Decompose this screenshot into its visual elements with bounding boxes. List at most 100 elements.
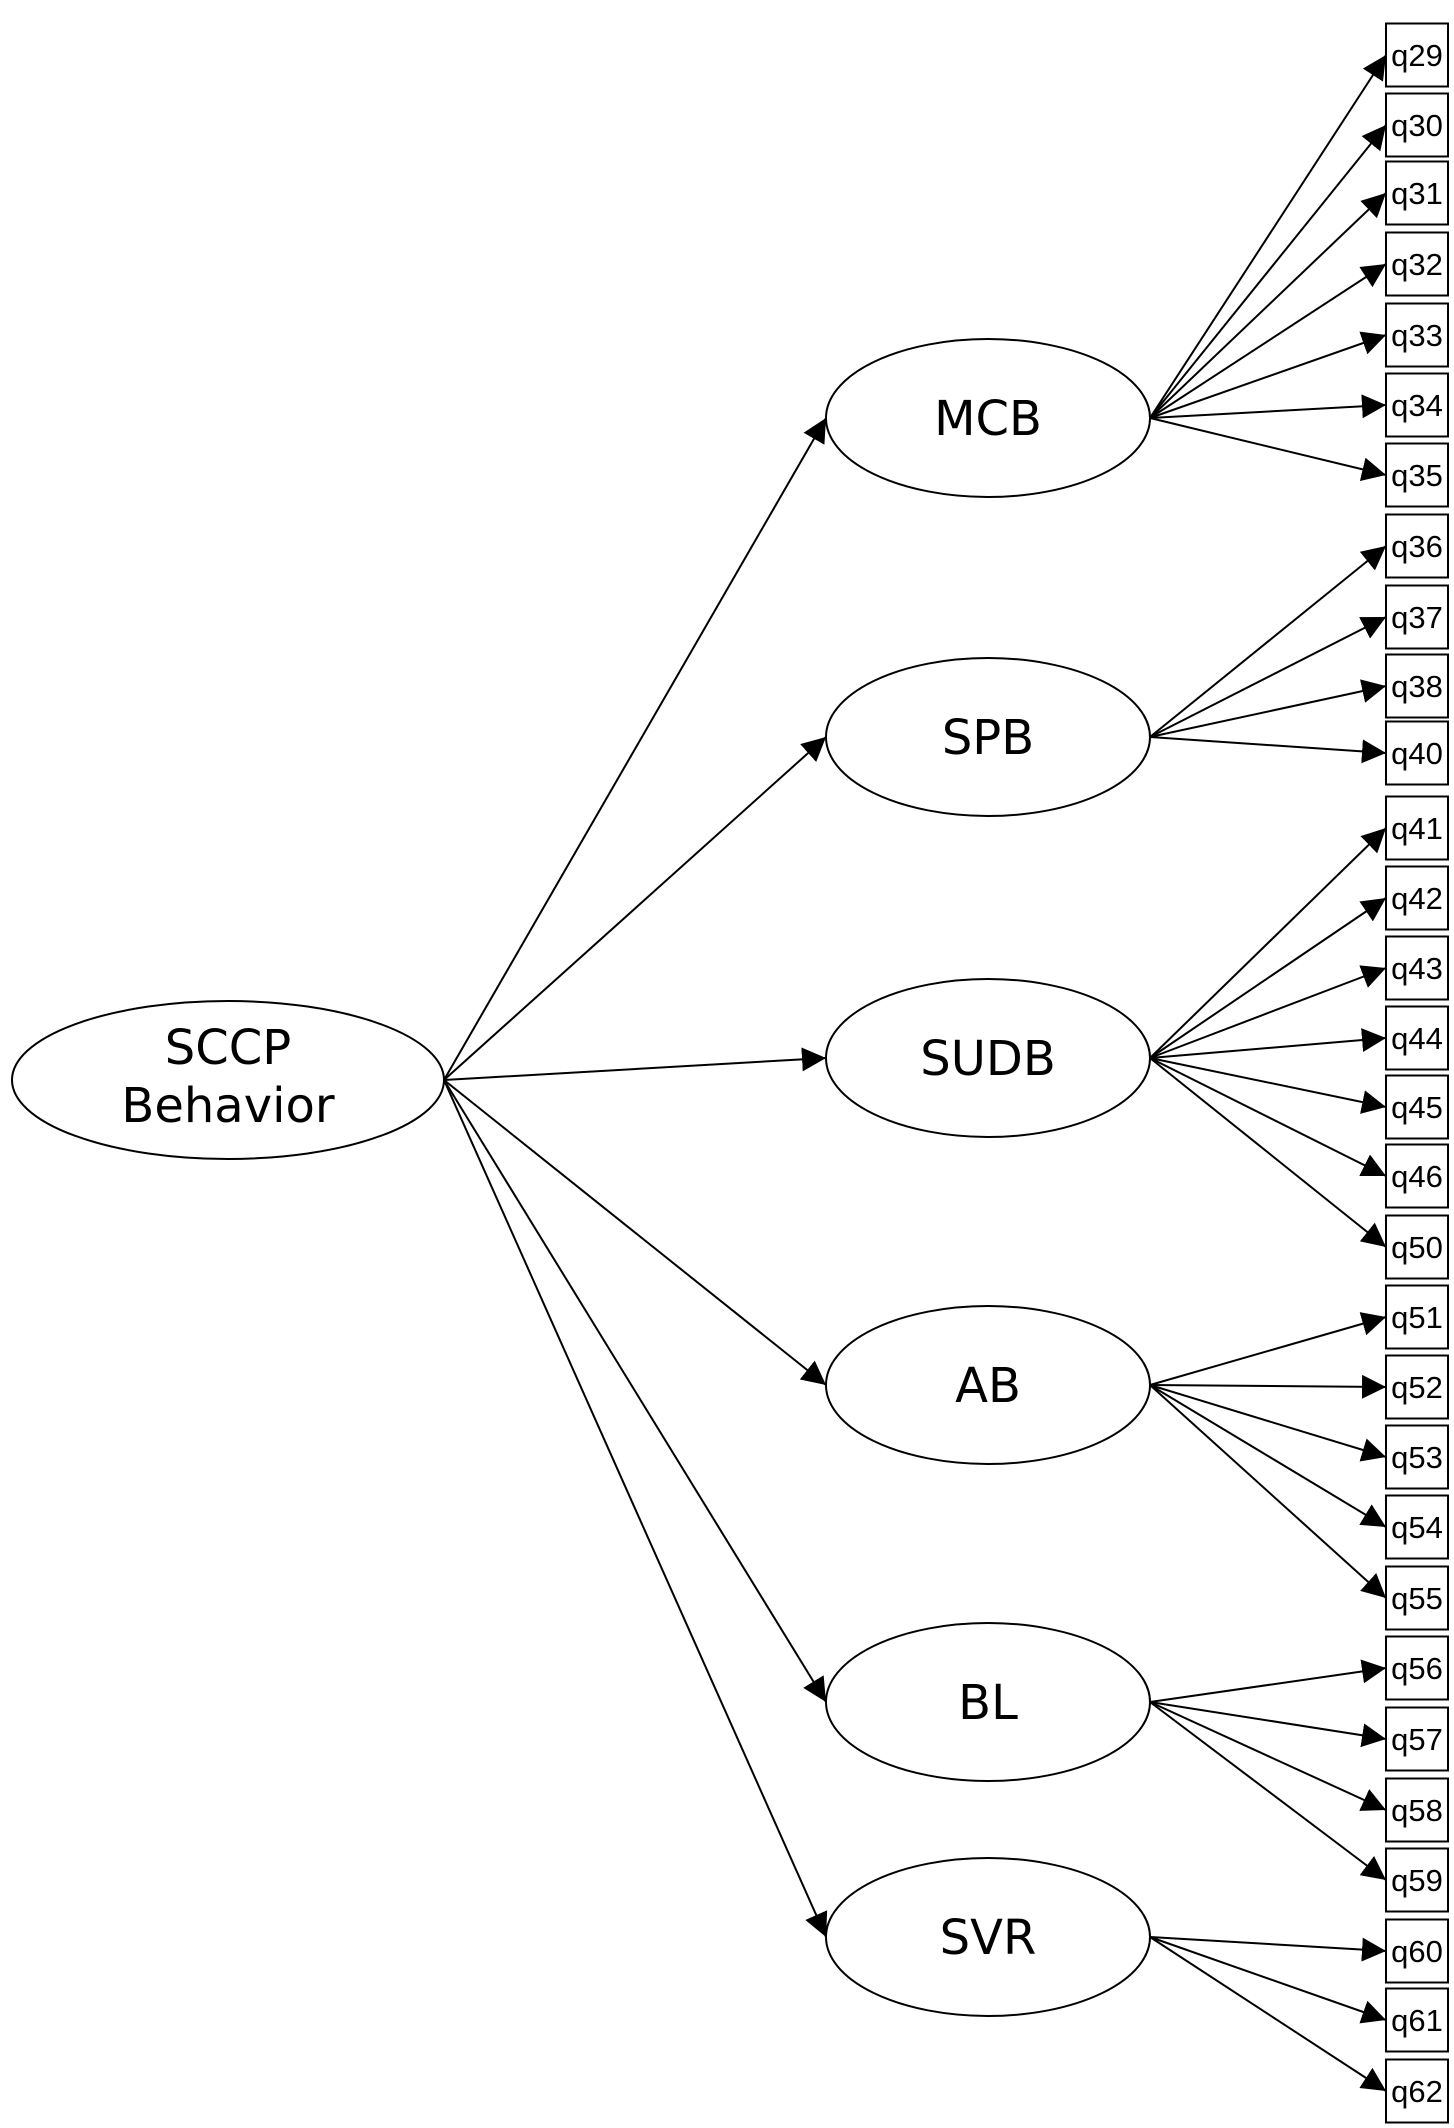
indicator-q44: q44 (1385, 1005, 1449, 1071)
indicator-label: q44 (1391, 1021, 1443, 1056)
indicator-q42: q42 (1385, 865, 1449, 931)
path-root-to-sudb (443, 1047, 827, 1081)
root-ellipse (11, 1000, 445, 1160)
indicator-box (1385, 1284, 1449, 1350)
factor-label: MCB (934, 391, 1042, 447)
indicator-q41: q41 (1385, 795, 1449, 861)
indicator-q61: q61 (1385, 1987, 1449, 2053)
path-spb-to-q37 (1149, 616, 1387, 738)
path-sudb-to-q41 (1149, 827, 1387, 1059)
indicator-box (1385, 231, 1449, 297)
factor-label: SVR (940, 1910, 1037, 1966)
path-root-to-svr (443, 1079, 828, 1938)
factor-ellipse (825, 1857, 1151, 2017)
path-ab-to-q51 (1149, 1312, 1387, 1386)
indicator-q51: q51 (1385, 1284, 1449, 1350)
indicator-label: q54 (1391, 1510, 1443, 1545)
path-root-to-ab (443, 1079, 827, 1386)
indicator-box (1385, 1565, 1449, 1631)
indicator-q55: q55 (1385, 1565, 1449, 1631)
factor-ab: AB (825, 1305, 1151, 1465)
indicator-box (1385, 1214, 1449, 1280)
indicator-box (1385, 1074, 1449, 1140)
path-sudb-to-q45 (1149, 1057, 1387, 1114)
indicator-box (1385, 1635, 1449, 1701)
indicator-q36: q36 (1385, 513, 1449, 579)
indicator-q56: q56 (1385, 1635, 1449, 1701)
path-mcb-to-q33 (1149, 331, 1387, 419)
factor-label: SUDB (920, 1031, 1056, 1087)
indicator-box (1385, 1143, 1449, 1209)
path-mcb-to-q30 (1149, 124, 1387, 419)
indicator-box (1385, 1777, 1449, 1843)
indicator-box (1385, 1847, 1449, 1913)
indicator-label: q58 (1391, 1793, 1443, 1828)
indicator-box (1385, 372, 1449, 438)
indicator-label: q45 (1391, 1090, 1443, 1125)
factor-ellipse (825, 657, 1151, 817)
indicator-q37: q37 (1385, 584, 1449, 650)
path-mcb-to-q34 (1149, 394, 1387, 419)
indicator-box (1385, 160, 1449, 226)
indicator-q31: q31 (1385, 160, 1449, 226)
path-sudb-to-q46 (1149, 1057, 1387, 1177)
indicator-box (1385, 935, 1449, 1001)
path-sudb-to-q44 (1149, 1028, 1387, 1059)
indicator-q60: q60 (1385, 1918, 1449, 1984)
indicator-label: q51 (1391, 1300, 1443, 1335)
indicator-box (1385, 1354, 1449, 1420)
indicator-q57: q57 (1385, 1706, 1449, 1772)
path-ab-to-q54 (1149, 1384, 1387, 1528)
path-bl-to-q57 (1149, 1701, 1387, 1748)
factor-label: SPB (942, 710, 1034, 766)
indicator-box (1385, 1424, 1449, 1490)
path-svr-to-q60 (1149, 1936, 1387, 1962)
indicator-label: q35 (1391, 458, 1443, 493)
path-bl-to-q56 (1149, 1659, 1387, 1703)
indicator-box (1385, 1494, 1449, 1560)
indicator-label: q43 (1391, 951, 1443, 986)
indicator-q43: q43 (1385, 935, 1449, 1001)
indicator-label: q41 (1391, 811, 1443, 846)
indicator-q35: q35 (1385, 442, 1449, 508)
factor-ellipse (825, 978, 1151, 1138)
indicator-label: q36 (1391, 529, 1443, 564)
factor-ellipse (825, 338, 1151, 498)
indicator-label: q33 (1391, 318, 1443, 353)
indicator-q32: q32 (1385, 231, 1449, 297)
indicator-label: q50 (1391, 1230, 1443, 1265)
path-mcb-to-q35 (1149, 417, 1387, 482)
indicator-q62: q62 (1385, 2058, 1449, 2124)
indicator-q40: q40 (1385, 720, 1449, 786)
indicator-box (1385, 720, 1449, 786)
path-root-to-spb (443, 736, 827, 1081)
path-spb-to-q36 (1149, 545, 1387, 738)
indicator-label: q40 (1391, 736, 1443, 771)
factor-sudb: SUDB (825, 978, 1151, 1138)
indicator-box (1385, 22, 1449, 88)
indicator-box (1385, 584, 1449, 650)
indicator-box (1385, 442, 1449, 508)
indicator-label: q32 (1391, 247, 1443, 282)
indicator-label: q62 (1391, 2074, 1443, 2109)
path-bl-to-q58 (1149, 1701, 1387, 1811)
indicator-box (1385, 2058, 1449, 2124)
root-label-line: Behavior (121, 1078, 334, 1134)
indicator-q59: q59 (1385, 1847, 1449, 1913)
nodes-layer: SCCPBehaviorMCBq29q30q31q32q33q34q35SPBq… (11, 22, 1449, 2124)
indicator-box (1385, 795, 1449, 861)
indicator-label: q56 (1391, 1651, 1443, 1686)
path-root-to-mcb (443, 417, 827, 1081)
indicator-label: q30 (1391, 108, 1443, 143)
path-ab-to-q55 (1149, 1384, 1387, 1599)
indicator-label: q59 (1391, 1863, 1443, 1898)
indicator-box (1385, 1987, 1449, 2053)
factor-mcb: MCB (825, 338, 1151, 498)
path-root-to-bl (443, 1079, 827, 1703)
indicator-q54: q54 (1385, 1494, 1449, 1560)
indicator-box (1385, 1005, 1449, 1071)
factor-spb: SPB (825, 657, 1151, 817)
path-sudb-to-q50 (1149, 1057, 1387, 1248)
indicator-label: q46 (1391, 1159, 1443, 1194)
